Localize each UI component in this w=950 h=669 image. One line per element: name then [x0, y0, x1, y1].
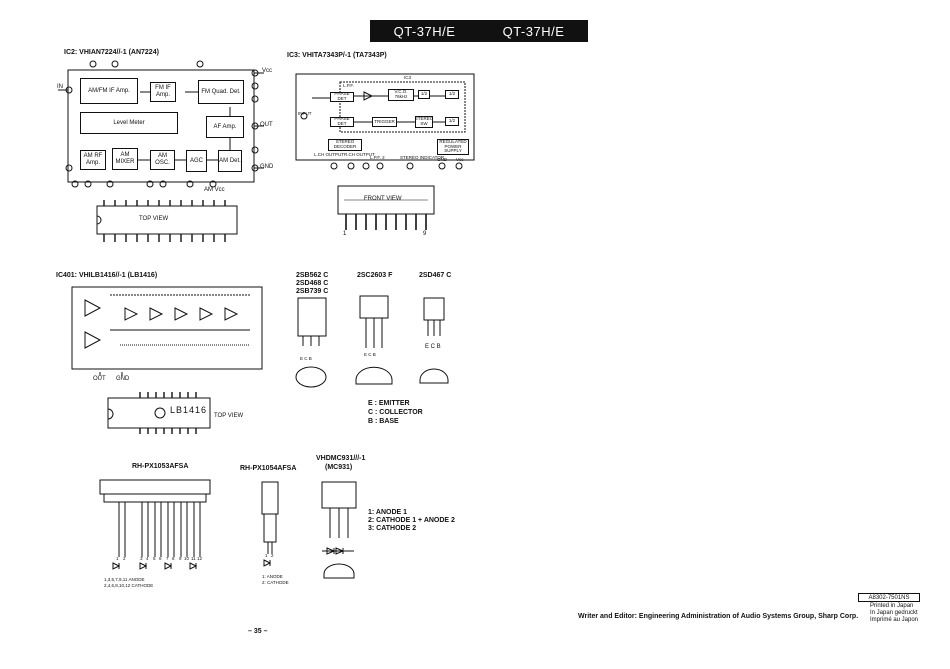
led-1-pin-4: 4	[146, 556, 149, 561]
ic401-dip-pins	[139, 392, 197, 434]
led-2-note-anode: 1: ANODE	[262, 574, 283, 579]
legend-base: B : BASE	[368, 418, 399, 425]
ic3-sip-pins	[345, 214, 427, 230]
led-2-name: RH-PX1054AFSA	[240, 465, 297, 472]
ic401-diagram	[71, 286, 263, 429]
led-2-note-cathode: 2: CATHODE	[262, 580, 289, 585]
transistor-drawings	[295, 295, 449, 388]
ic2-label-vcc: Vcc	[262, 68, 273, 74]
ic3-lpf: L.P.F.	[343, 83, 354, 88]
ic401-label-gnd: GND	[116, 376, 130, 382]
ic3-div2: 1/2	[445, 90, 459, 99]
transistor-1-pins: E C B	[300, 356, 312, 361]
model-left: QT-37H/E	[393, 23, 456, 39]
ic401-title: IC401: VHILB1416//-1 (LB1416)	[56, 272, 158, 279]
ic2-block-am-mixer: AM MIXER	[112, 148, 138, 170]
legend-emitter: E : EMITTER	[368, 400, 410, 407]
model-right: QT-37H/E	[502, 23, 565, 39]
ic2-block-agc: AGC	[186, 150, 207, 172]
editor-credit: Writer and Editor: Engineering Administr…	[578, 613, 859, 620]
printed-fr: Imprimé au Japon	[870, 617, 919, 623]
led-1-pin-1: 1	[116, 556, 119, 561]
ic2-top-view: TOP VIEW	[139, 216, 169, 222]
diode-legend-3: 3: CATHODE 2	[368, 525, 417, 532]
led-1-pin-6: 6	[159, 556, 162, 561]
led-1-pin-9: 9	[179, 556, 182, 561]
ic2-block-am-rf: AM RF Amp.	[80, 150, 106, 170]
led-1-pin-7: 7	[166, 556, 169, 561]
ic401-chip-marking: LB1416	[170, 405, 208, 415]
ic3-vco: V.C.O. 76kHz	[388, 89, 414, 101]
led-2-pin-2: 2	[271, 553, 274, 558]
ic3-pin-lch: L.CH OUTPUT	[314, 152, 345, 157]
ic3-pin-lpf2: L.P.F. 2	[370, 155, 385, 160]
diode-title: VHDMC931///-1	[316, 455, 366, 462]
led-1-pin-5: 5	[153, 556, 156, 561]
diode-drawing	[321, 481, 357, 579]
transistor-2-name: 2SC2603 F	[357, 272, 393, 279]
ic3-chip-name: IC3	[404, 75, 412, 80]
ic2-dip-pins	[103, 200, 226, 242]
led-1-note-anode: 1,3,5,7,9,11 ANODE	[104, 577, 145, 582]
ic3-title: IC3: VHITA7343P/-1 (TA7343P)	[287, 52, 387, 59]
ic3-stereo-sw: STEREO SW	[414, 116, 434, 128]
ic2-title: IC2: VHIAN7224//-1 (AN7224)	[64, 49, 159, 56]
ic3-phase-det-2: PHASE DET	[330, 116, 354, 127]
led-2-pin-1: 1	[265, 553, 268, 558]
ic3-pin-indicator: STEREO INDICATOR	[400, 155, 445, 160]
ic3-front-view: FRONT VIEW	[364, 196, 402, 202]
led-drawings	[99, 479, 279, 570]
ic401-top-view: TOP VIEW	[214, 413, 244, 419]
ic2-block-level-meter: Level Meter	[80, 112, 178, 134]
ic401-label-out: OUT	[93, 376, 106, 382]
document-code: A8302-7501NS	[858, 593, 920, 602]
ic3-input: INPUT	[298, 111, 312, 116]
diode-legend-1: 1: ANODE 1	[368, 509, 408, 516]
transistor-3-pins: E C B	[425, 344, 441, 350]
header-bar: QT-37H/E QT-37H/E	[370, 20, 588, 42]
legend-collector: C : COLLECTOR	[368, 409, 423, 416]
ic3-pin-vcc: Vcc	[456, 157, 464, 162]
diode-subtitle: (MC931)	[325, 464, 353, 471]
ic3-pin-gnd: GND	[437, 157, 447, 162]
ic2-label-gnd: GND	[260, 164, 274, 170]
ic3-power-supply: REGULATED POWER SUPPLY	[437, 139, 469, 155]
ic2-label-am-vcc: AM Vcc	[204, 187, 225, 193]
transistor-3-name: 2SD467 C	[419, 272, 452, 279]
ic3-phase-det-1: PHASE DET	[330, 91, 354, 102]
led-1-note-cathode: 2,4,6,8,10,12 CATHODE	[104, 583, 154, 588]
transistor-1-name-a: 2SB562 C	[296, 272, 329, 279]
transistor-1-name-b: 2SD468 C	[296, 280, 329, 287]
ic2-block-amfm-if: AM/FM IF Amp.	[80, 78, 138, 104]
led-1-pin-10: 10	[184, 556, 190, 561]
ic3-pin-last: 9	[423, 231, 427, 237]
ic2-block-af-amp: AF Amp.	[206, 116, 244, 138]
ic2-block-fm-quad: FM Quad. Det.	[198, 80, 244, 104]
transistor-1-name-c: 2SB739 C	[296, 288, 329, 295]
ic2-block-fm-if: FM IF Amp.	[150, 82, 176, 102]
led-1-pin-11: 11	[191, 556, 196, 561]
ic3-div3: 1/2	[445, 117, 459, 126]
led-1-pin-8: 8	[172, 556, 175, 561]
printed-en: Printed in Japan	[870, 603, 914, 609]
page-number: – 35 –	[248, 628, 268, 635]
diode-legend-2: 2: CATHODE 1 + ANODE 2	[368, 517, 455, 524]
transistor-2-pins: E C B	[364, 352, 376, 357]
ic3-div1: 1/2	[418, 90, 430, 99]
led-1-pin-3: 3	[140, 556, 143, 561]
ic2-label-in: IN	[57, 84, 63, 90]
led-1-name: RH-PX1053AFSA	[132, 463, 189, 470]
ic3-pin-first: 1	[343, 231, 347, 237]
ic2-block-am-osc: AM OSC.	[150, 150, 175, 170]
ic3-stereo-decoder: STEREO DECODER	[328, 139, 362, 151]
ic2-block-am-det: AM Det.	[218, 150, 242, 172]
ic3-pin-rch: R.CH OUTPUT	[344, 152, 375, 157]
ic3-trigger: TRIGGER	[372, 117, 397, 127]
printed-de: In Japan gedruckt	[870, 610, 918, 616]
led-1-pin-2: 2	[123, 556, 126, 561]
led-1-pin-12: 12	[197, 556, 203, 561]
ic2-label-out: OUT	[260, 122, 273, 128]
